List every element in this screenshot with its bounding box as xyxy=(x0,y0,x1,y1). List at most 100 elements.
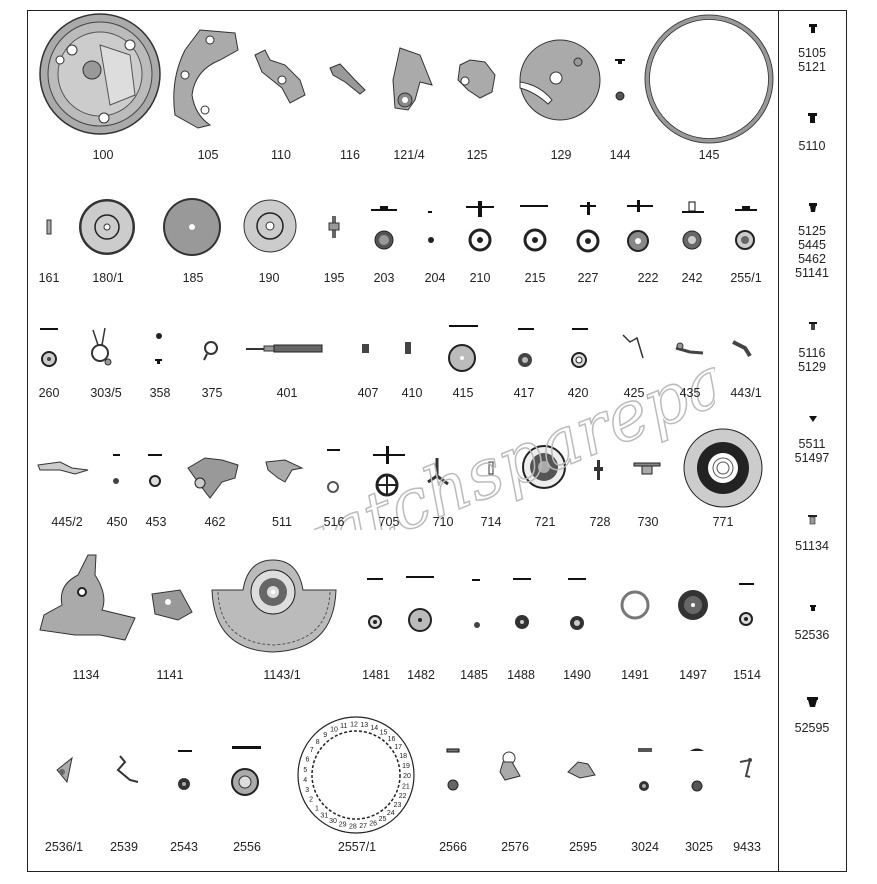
date-number: 7 xyxy=(310,747,314,754)
part-label-415: 415 xyxy=(452,386,474,400)
part-label-375: 375 xyxy=(201,386,223,400)
part-105-bridge xyxy=(173,29,239,129)
part-label-721: 721 xyxy=(534,515,556,529)
date-number: 28 xyxy=(349,823,357,830)
part-label-443-1: 443/1 xyxy=(730,386,762,400)
part-190-barrel-cover xyxy=(243,199,297,253)
sidebar-screw-label: 5511 51497 xyxy=(794,437,830,465)
part-730-stud xyxy=(633,462,661,475)
part-2536-1-lever xyxy=(56,756,73,784)
part-label-204: 204 xyxy=(424,271,446,285)
part-label-1143-1: 1143/1 xyxy=(263,668,301,682)
part-100-main-plate xyxy=(39,13,161,135)
part-label-100: 100 xyxy=(92,148,114,162)
date-number: 22 xyxy=(399,793,407,800)
part-label-242: 242 xyxy=(681,271,703,285)
sidebar-screw-label: 51134 xyxy=(795,539,829,553)
part-1488-wheel xyxy=(513,578,531,629)
sidebar-screw-label: 5105 5121 xyxy=(798,46,826,74)
part-714-pin xyxy=(488,461,494,475)
part-410-winding-pinion xyxy=(405,342,411,354)
part-label-425: 425 xyxy=(623,386,645,400)
part-label-227: 227 xyxy=(577,271,599,285)
date-number: 25 xyxy=(379,816,387,823)
date-number: 30 xyxy=(329,818,337,825)
part-label-2566: 2566 xyxy=(439,840,467,854)
screw-icon-52536 xyxy=(810,605,816,611)
part-121-4-bridge-train xyxy=(392,47,433,111)
part-label-2595: 2595 xyxy=(569,840,597,854)
part-705-escape-wheel xyxy=(373,446,405,497)
date-number: 8 xyxy=(316,739,320,746)
date-number: 27 xyxy=(359,823,367,830)
part-2543-wheel xyxy=(178,750,192,790)
part-label-303-5: 303/5 xyxy=(90,386,122,400)
part-label-1482: 1482 xyxy=(407,668,435,682)
part-label-9433: 9433 xyxy=(733,840,761,854)
date-number: 1 xyxy=(315,805,319,812)
part-215-fourth-wheel xyxy=(520,205,548,252)
part-728-staff xyxy=(594,460,603,480)
screw-icon-5110 xyxy=(808,113,817,123)
part-2595-plate xyxy=(567,761,596,779)
part-label-2576: 2576 xyxy=(501,840,529,854)
part-1490-wheel xyxy=(568,578,586,630)
part-label-453: 453 xyxy=(145,515,167,529)
part-label-420: 420 xyxy=(567,386,589,400)
part-label-1134: 1134 xyxy=(72,668,100,682)
date-number: 13 xyxy=(360,722,368,729)
part-label-2543: 2543 xyxy=(170,840,198,854)
screw-icon-51134 xyxy=(808,515,817,525)
date-number: 4 xyxy=(303,777,307,784)
part-195-barrel-arbor xyxy=(328,216,340,238)
part-label-2557-1: 2557/1 xyxy=(337,840,377,854)
date-number: 12 xyxy=(350,722,358,729)
sidebar-screw-label: 5110 xyxy=(798,139,826,153)
part-label-116: 116 xyxy=(340,148,360,162)
part-129-plate-disc xyxy=(519,39,601,121)
part-161-pin xyxy=(46,219,52,235)
part-516-wheel-small xyxy=(327,449,340,493)
date-number: 23 xyxy=(394,802,402,809)
part-label-445-2: 445/2 xyxy=(51,515,83,529)
part-label-407: 407 xyxy=(357,386,379,400)
diagram-frame xyxy=(27,10,779,872)
part-407-clutch xyxy=(362,344,369,353)
part-label-435: 435 xyxy=(679,386,701,400)
part-144-screw xyxy=(615,59,625,101)
date-number: 9 xyxy=(323,732,327,739)
screw-icon-5105 xyxy=(809,24,817,33)
part-771-mainspring xyxy=(683,428,763,508)
part-180-1-barrel xyxy=(79,199,135,255)
part-label-1490: 1490 xyxy=(563,668,591,682)
part-204-cannon-pinion xyxy=(428,211,434,243)
screw-icon-5116 xyxy=(809,322,817,330)
part-label-401: 401 xyxy=(276,386,298,400)
part-label-1141: 1141 xyxy=(156,668,184,682)
part-label-215: 215 xyxy=(524,271,546,285)
screw-icon-52595 xyxy=(807,697,818,707)
part-label-410: 410 xyxy=(401,386,423,400)
date-number: 3 xyxy=(305,787,309,794)
part-420-wheel xyxy=(571,328,588,368)
sidebar-screw-label: 5116 5129 xyxy=(798,346,826,374)
date-number: 6 xyxy=(306,757,310,764)
part-1482-reverser-wheel-large xyxy=(406,576,434,632)
part-label-1485: 1485 xyxy=(460,668,488,682)
part-label-771: 771 xyxy=(712,515,734,529)
part-443-1-yoke xyxy=(732,340,752,358)
part-label-3024: 3024 xyxy=(631,840,659,854)
part-453-wheel xyxy=(148,454,162,487)
part-255-1-hour-wheel xyxy=(735,206,757,250)
part-label-714: 714 xyxy=(480,515,502,529)
part-label-3025: 3025 xyxy=(685,840,713,854)
part-260-hour-wheel-small xyxy=(40,328,58,367)
sidebar-screw-label: 5125 5445 5462 51141 xyxy=(795,224,829,280)
date-number: 24 xyxy=(387,810,395,817)
part-203-center-wheel xyxy=(371,206,397,250)
part-label-260: 260 xyxy=(38,386,60,400)
date-number: 31 xyxy=(320,812,328,819)
date-number: 2 xyxy=(309,797,313,804)
